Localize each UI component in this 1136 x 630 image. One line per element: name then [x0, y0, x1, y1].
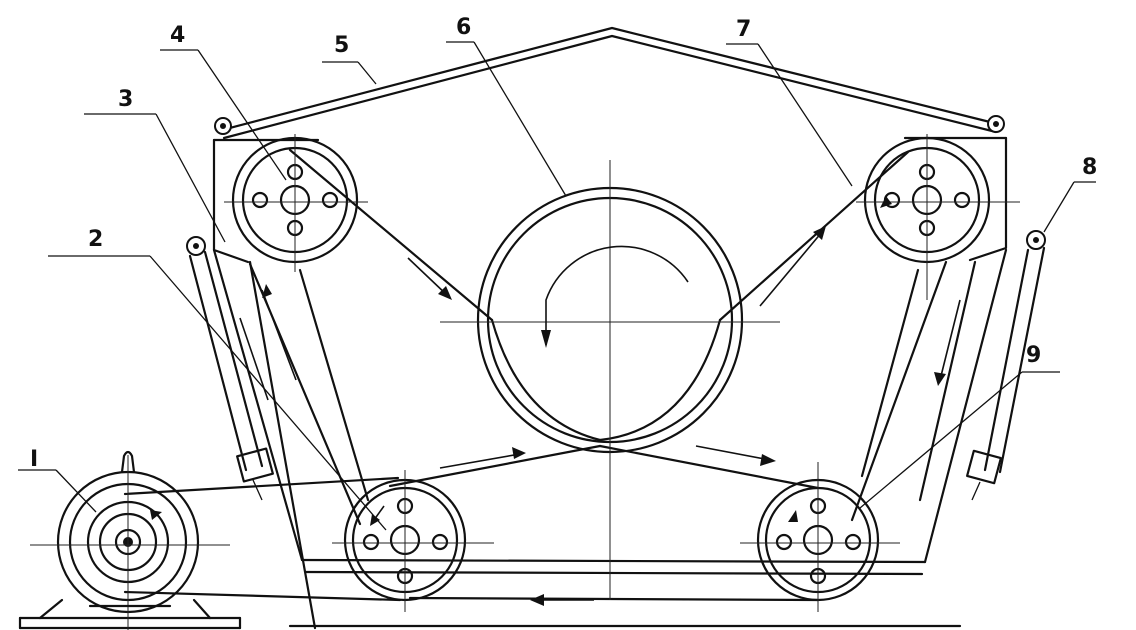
lower-right-pulley [740, 462, 900, 612]
callout-label-tensioner-right: 8 [1082, 155, 1097, 180]
callout-label-top-cover: 5 [334, 33, 349, 58]
motor [30, 450, 230, 630]
callout-label-tensioner-left: 3 [118, 87, 133, 112]
callout-label-upper-right-pulley: 7 [736, 17, 751, 42]
lower-left-pulley [332, 470, 494, 612]
main-drum [440, 160, 780, 600]
callout-label-lower-right-pulley: 9 [1026, 343, 1041, 368]
left-tensioner-arm [186, 236, 274, 501]
belt-direction-arrows [239, 226, 961, 606]
machine-frame [18, 136, 1008, 630]
upper-right-pulley [856, 134, 1020, 300]
right-tensioner-arm [966, 230, 1046, 501]
callout-label-lower-left-pulley: 2 [88, 227, 103, 252]
top-cover [214, 26, 1005, 140]
drive-belt [123, 148, 948, 602]
callout-label-motor: I [30, 447, 38, 472]
callout-label-upper-left-pulley: 4 [170, 23, 185, 48]
callouts: I 2 3 4 5 6 7 8 9 [18, 15, 1097, 531]
callout-label-main-drum: 6 [456, 15, 471, 40]
upper-left-pulley [224, 134, 368, 272]
